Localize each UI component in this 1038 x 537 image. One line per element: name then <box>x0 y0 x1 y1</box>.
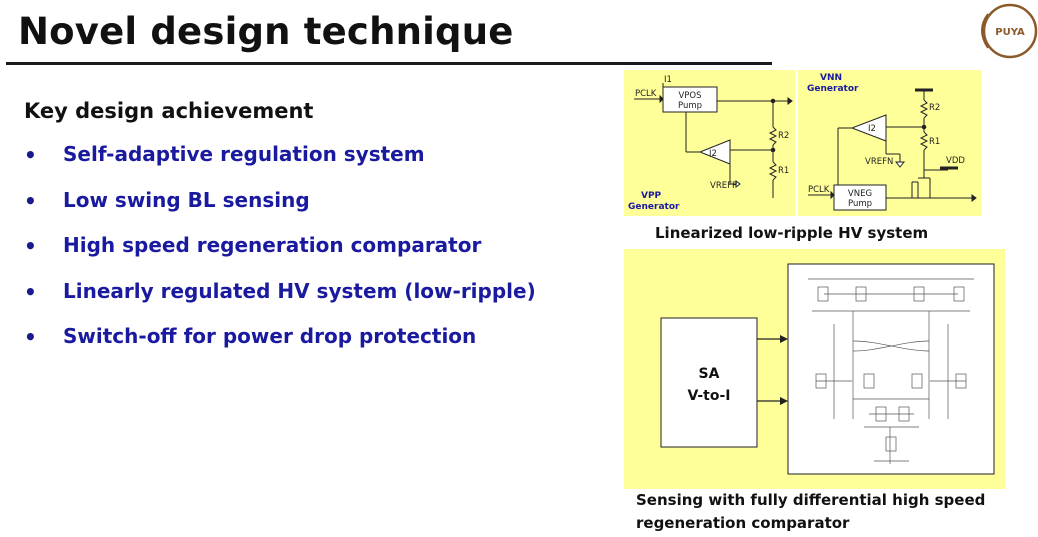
list-item: •Linearly regulated HV system (low-rippl… <box>24 278 536 304</box>
vnn-generator-title-2: Generator <box>807 84 859 94</box>
vpp-i1-label: I1 <box>664 75 672 85</box>
vnn-pclk-label: PCLK <box>808 185 830 195</box>
bullet-icon: • <box>24 325 37 349</box>
vpp-pump-label-1: VPOS <box>678 91 701 101</box>
sense-caption-line-1: Sensing with fully differential high spe… <box>636 491 986 509</box>
sa-label-2: V-to-I <box>688 388 731 404</box>
comparator-schematic: SA V-to-I <box>660 263 995 475</box>
vnn-vref-label: VREFN <box>865 157 893 167</box>
list-item: •Low swing BL sensing <box>24 187 310 213</box>
sense-caption-line-2: regeneration comparator <box>636 514 850 532</box>
vnn-i2-label: I2 <box>868 124 876 134</box>
puya-logo: PUYA <box>981 3 1038 59</box>
vpp-pump-label-2: Pump <box>678 101 702 111</box>
vpp-i2-label: I2 <box>709 149 717 159</box>
slide-title: Novel design technique <box>18 10 514 53</box>
achievement-list: •Self-adaptive regulation system •Low sw… <box>24 142 536 370</box>
bullet-icon: • <box>24 188 37 213</box>
bullet-icon: • <box>24 279 37 304</box>
vnn-generator-panel: R2 R1 I2 VREFN VDD PCLK VNEG Pump VNN Ge… <box>798 70 981 216</box>
vpp-r2-label: R2 <box>778 131 789 141</box>
list-item: •Self-adaptive regulation system <box>24 142 425 167</box>
bullet-icon: • <box>24 234 37 258</box>
vnn-vdd-label: VDD <box>946 156 965 166</box>
vpp-schematic: PCLK I1 VPOS Pump R2 R1 I2 VREFP VPP Gen… <box>628 75 793 212</box>
hv-caption: Linearized low-ripple HV system <box>655 224 929 242</box>
vnn-schematic: R2 R1 I2 VREFN VDD PCLK VNEG Pump VNN Ge… <box>807 73 977 211</box>
list-item: •High speed regeneration comparator <box>24 233 482 258</box>
title-underline <box>6 62 772 65</box>
vnn-generator-title-1: VNN <box>820 73 842 83</box>
vnn-pump-label-1: VNEG <box>848 189 872 199</box>
vnn-r2-label: R2 <box>929 103 940 113</box>
vpp-generator-title-1: VPP <box>641 191 662 201</box>
vpp-generator-panel: PCLK I1 VPOS Pump R2 R1 I2 VREFP VPP Gen… <box>624 70 795 216</box>
logo-text: PUYA <box>995 27 1025 38</box>
vnn-pump-label-2: Pump <box>848 199 872 209</box>
sense-comparator-panel: SA V-to-I <box>624 249 1005 489</box>
vpp-r1-label: R1 <box>778 166 789 176</box>
vnn-r1-label: R1 <box>929 137 940 147</box>
sa-label-1: SA <box>699 366 720 382</box>
vpp-pclk-label: PCLK <box>635 89 657 99</box>
key-heading: Key design achievement <box>24 99 314 123</box>
vpp-vref-label: VREFP <box>710 181 737 191</box>
bullet-icon: • <box>24 143 37 167</box>
list-item: •Switch-off for power drop protection <box>24 324 477 349</box>
vpp-generator-title-2: Generator <box>628 202 680 212</box>
